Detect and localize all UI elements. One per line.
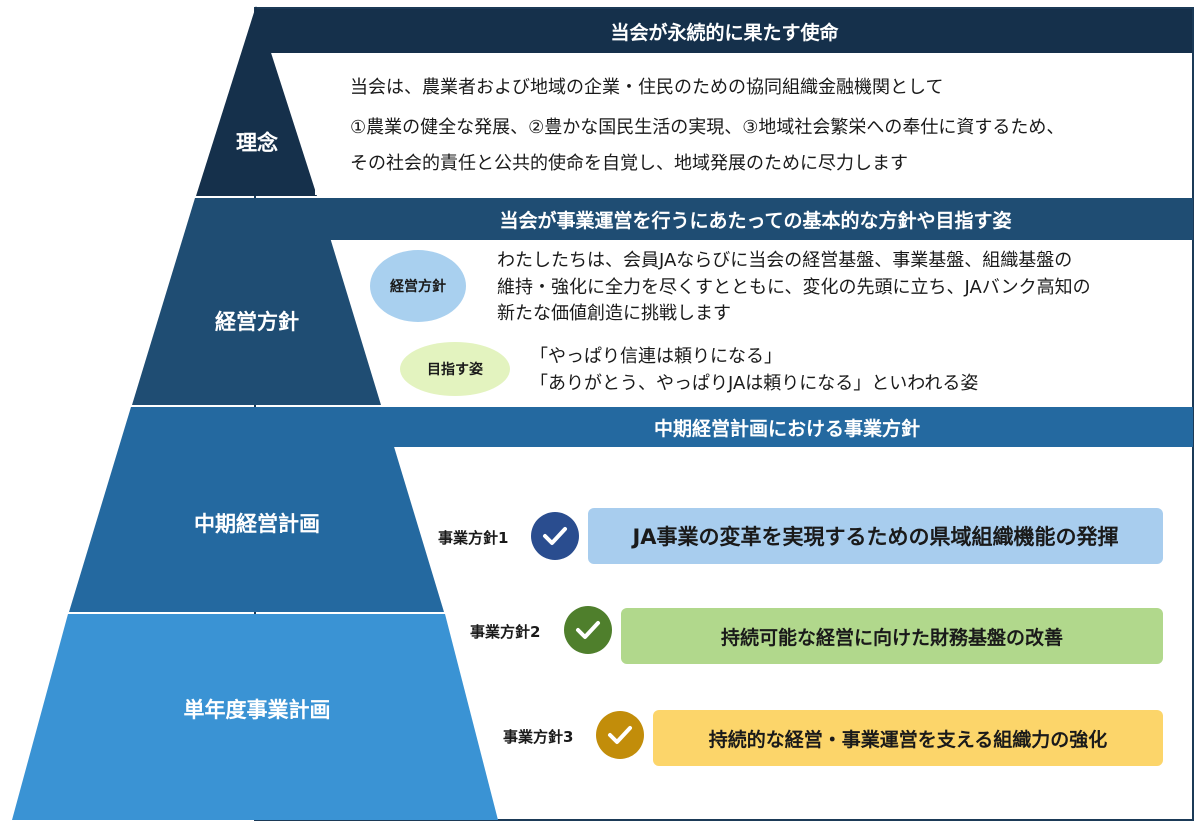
pyramid-tier-mission [196,6,317,196]
pyramid-tier-annual [12,614,498,820]
management-policy-oval: 経営方針 [370,250,466,322]
vision-line-2: 「ありがとう、やっぱりJAは頼りになる」といわれる姿 [530,373,979,394]
policy-3-check [596,711,644,759]
mission-line-2: ①農業の健全な発展、②豊かな国民生活の実現、③地域社会繁栄への奉仕に資するため、 [350,117,1065,138]
management-header: 当会が事業運営を行うにあたっての基本的な方針や目指す姿 [318,198,1193,240]
management-policy-line-2: 維持・強化に全力を尽くすとともに、変化の先頭に立ち、JAバンク高知の [497,277,1091,298]
mission-line-1: 当会は、農業者および地域の企業・住民のための協同組織金融機関として [350,77,944,98]
policy-1-box: JA事業の変革を実現するための県域組織機能の発揮 [588,508,1163,564]
tier-label-mission: 理念 [236,131,278,155]
check-icon [576,621,600,639]
policy-2-label: 事業方針2 [470,623,541,641]
check-icon [608,726,632,744]
management-policy-line-3: 新たな価値創造に挑戦します [497,303,731,324]
check-icon [543,527,567,545]
policy-2-check [564,606,612,654]
vision-oval: 目指す姿 [400,342,510,396]
midterm-header: 中期経営計画における事業方針 [381,407,1193,447]
tier-label-midterm: 中期経営計画 [194,512,320,536]
pyramid-tier-management [132,198,381,405]
pyramid-tier-midterm [69,407,444,612]
mission-line-3: その社会的責任と公共的使命を自覚し、地域発展のために尽力します [350,153,908,174]
policy-3-label: 事業方針3 [503,728,574,746]
policy-1-label: 事業方針1 [438,529,509,547]
policy-1-check [531,512,579,560]
mission-panel [315,53,1192,195]
vision-line-1: 「やっぱり信連は頼りになる」 [530,346,782,367]
tier-label-management: 経営方針 [215,310,299,334]
management-policy-line-1: わたしたちは、会員JAならびに当会の経営基盤、事業基盤、組織基盤の [497,250,1073,271]
mission-header: 当会が永続的に果たす使命 [257,9,1192,53]
tier-label-annual: 単年度事業計画 [183,698,331,722]
policy-3-box: 持続的な経営・事業運営を支える組織力の強化 [653,710,1163,766]
policy-2-box: 持続可能な経営に向けた財務基盤の改善 [621,608,1163,664]
